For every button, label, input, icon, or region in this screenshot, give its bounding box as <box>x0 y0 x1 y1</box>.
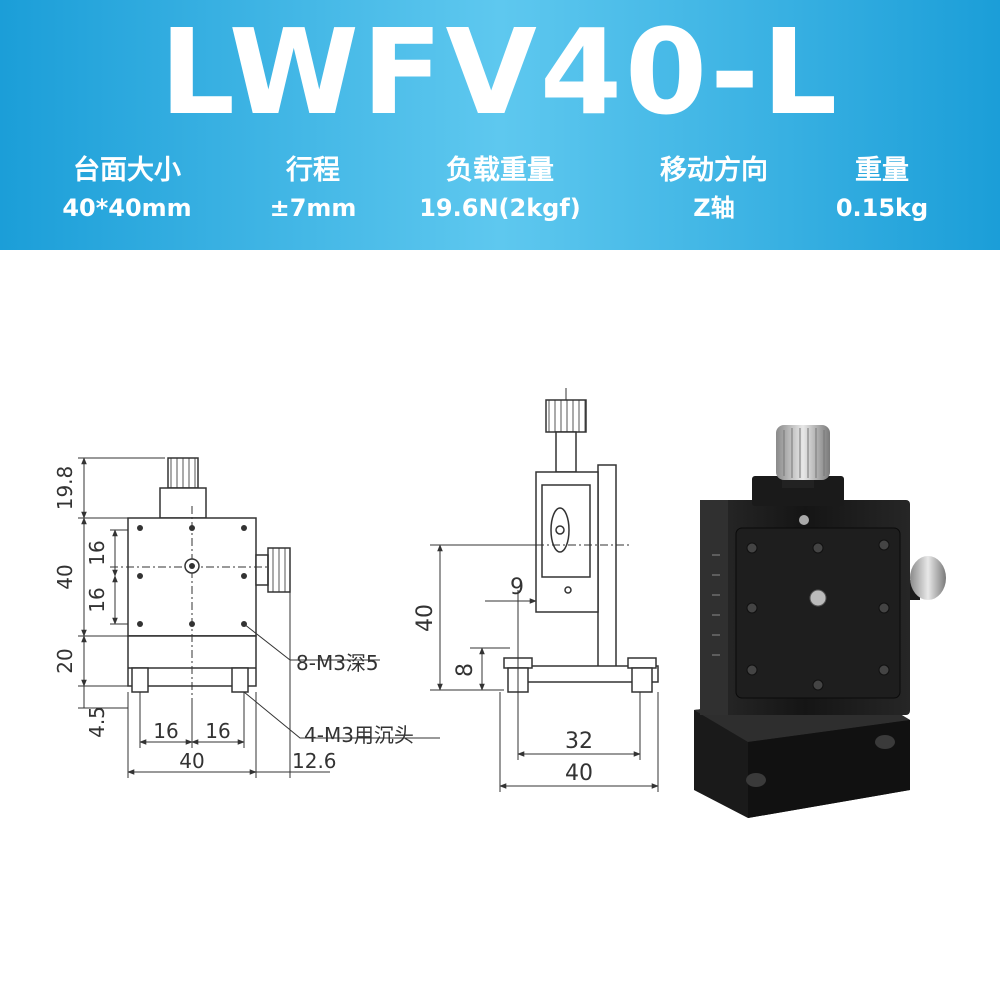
spec-value: ±7mm <box>269 194 357 222</box>
dim-offset: 9 <box>510 575 524 600</box>
spec-label: 台面大小 <box>73 155 181 186</box>
side-view <box>430 388 659 792</box>
spec-load: 负载重量 19.6N(2kgf) <box>400 152 600 226</box>
dim-knob-offset: 12.6 <box>292 749 337 773</box>
side-knob-icon <box>267 547 291 593</box>
spec-label: 行程 <box>286 155 340 186</box>
spec-label: 移动方向 <box>660 155 768 186</box>
dim-base: 8 <box>453 663 478 677</box>
knob-icon <box>167 457 199 489</box>
spec-value: 40*40mm <box>62 194 192 222</box>
dim-hole-pitch-lower: 16 <box>85 587 109 612</box>
dim-width: 40 <box>179 749 204 773</box>
spec-label: 负载重量 <box>446 155 554 186</box>
knob-holder <box>159 487 207 519</box>
dim-base-height: 20 <box>53 648 77 673</box>
upright <box>597 464 617 671</box>
front-view <box>78 457 440 778</box>
dim-base-plate: 4.5 <box>85 706 109 738</box>
dim-bottom-pitch-right: 16 <box>205 719 230 743</box>
technical-drawing: 19.8 40 16 16 20 4.5 16 16 40 12.6 8-M3深… <box>53 388 946 818</box>
spec-value: 0.15kg <box>835 194 929 222</box>
callout-top-holes: 8-M3深5 <box>296 651 379 675</box>
dim-hole-pitch: 32 <box>565 729 593 754</box>
spec-travel: 行程 ±7mm <box>213 152 413 226</box>
scale-icon <box>712 554 720 656</box>
header-banner: LWFV40-L 台面大小 40*40mm 行程 ±7mm 负载重量 19.6N… <box>0 0 1000 250</box>
product-photo <box>694 425 946 818</box>
model-title: LWFV40-L <box>159 3 841 141</box>
dim-bottom-pitch-left: 16 <box>153 719 178 743</box>
dim-width: 40 <box>565 761 593 786</box>
spec-value: Z轴 <box>693 194 735 222</box>
spec-weight: 重量 0.15kg <box>782 152 982 226</box>
dim-height: 40 <box>413 604 438 632</box>
dim-table-size: 40 <box>53 564 77 589</box>
spec-label: 重量 <box>855 155 909 186</box>
callout-base-holes: 4-M3用沉头 <box>304 723 414 747</box>
side-knob-icon <box>910 556 946 600</box>
spec-value: 19.6N(2kgf) <box>419 194 581 222</box>
spec-table-size: 台面大小 40*40mm <box>27 152 227 226</box>
spec-direction: 移动方向 Z轴 <box>614 152 814 226</box>
dim-hole-pitch-upper: 16 <box>85 540 109 565</box>
mounting-holes <box>746 539 890 691</box>
knob-icon <box>545 399 587 433</box>
dim-knob-height: 19.8 <box>53 466 77 511</box>
